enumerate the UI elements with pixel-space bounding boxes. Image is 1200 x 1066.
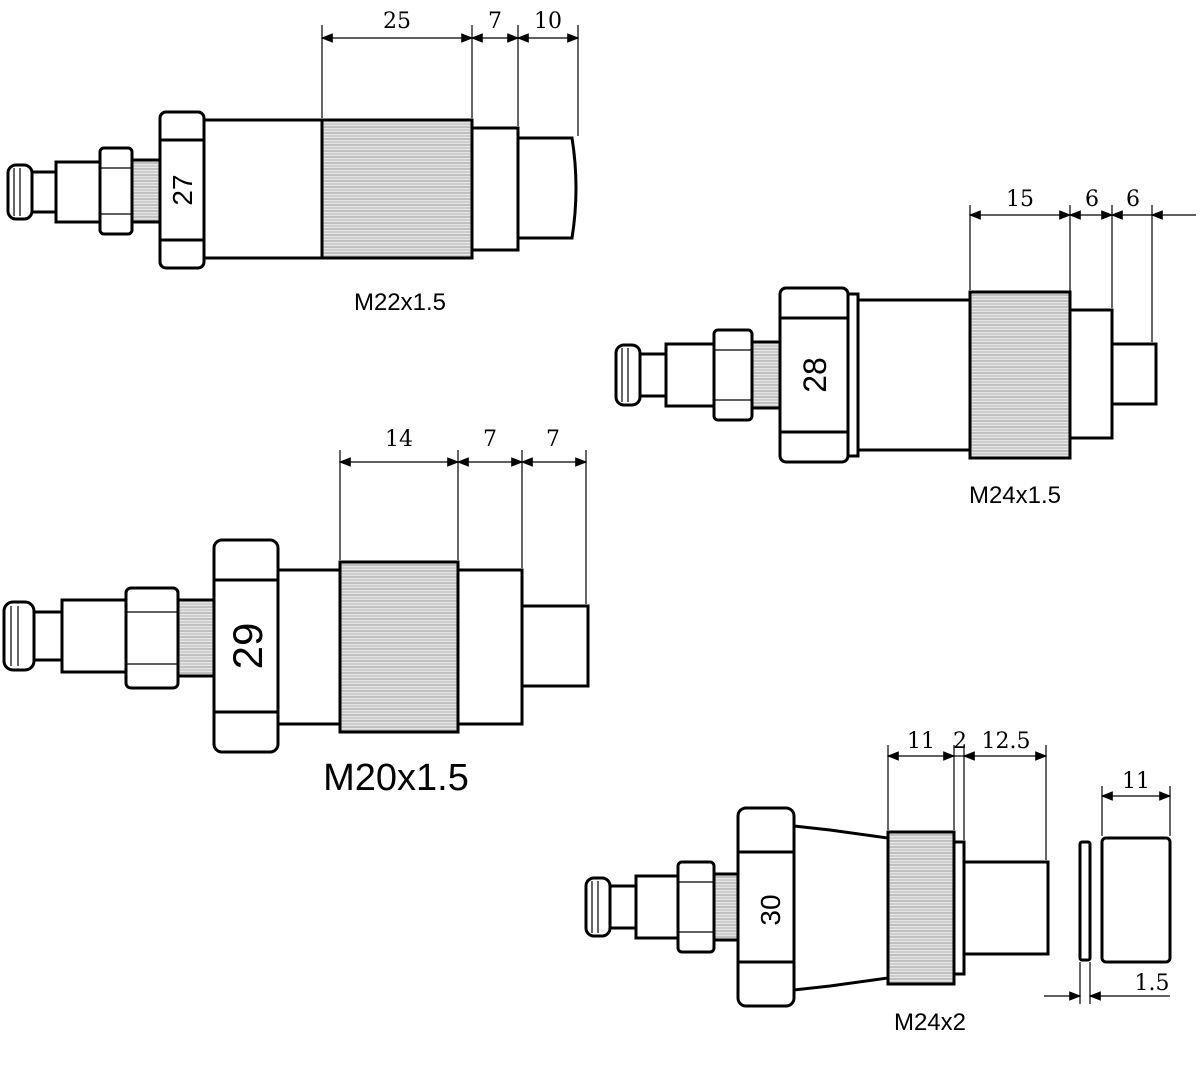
dim-label: 10 [534,9,562,34]
hex-size-label: 28 [797,357,833,393]
pilot-tip [520,604,590,688]
main-hex-nut: 27 [158,110,206,270]
dimension-lines: 25 7 10 [320,9,580,136]
dim-label: 2 [953,729,967,754]
hex-size-label: 27 [167,174,198,205]
thread-size-label: M22x1.5 [354,289,446,316]
dim-label: 7 [488,9,502,34]
hex-size-label: 30 [755,894,786,925]
thread-section [338,560,460,734]
pilot-tip [962,860,1050,956]
dim-label: 7 [483,427,497,452]
main-hex-nut: 29 [212,538,280,754]
thread-section [320,118,474,260]
small-thread [750,340,782,410]
fitting-m20: 29 14 7 7 M20x1.5 [2,427,590,799]
small-hex-nut [676,860,716,954]
spacer-sleeve [1100,836,1172,964]
dimension-lines: 15 6 6 [968,187,1196,342]
fitting-m22: 27 25 7 10 M22x1.5 [6,9,580,316]
dim-label: 1.5 [1135,971,1170,996]
small-hex-nut [98,146,134,236]
fitting-m24-1-5: 28 15 6 6 M24x1.5 [614,187,1196,509]
tapered-body [792,824,890,992]
dim-label: 25 [383,9,411,34]
plain-body [202,118,324,260]
dim-label: 15 [1006,187,1034,212]
fitting-m24-2: 30 11 2 12.5 M24x2 11 [584,729,1172,1036]
thread-size-label: M20x1.5 [323,757,469,799]
thread-section [968,290,1072,460]
dimension-lines: 11 2 12.5 [886,729,1048,860]
dim-label: 7 [546,427,560,452]
small-hex-nut [712,328,754,422]
main-hex-nut: 28 [778,286,850,464]
shoulder [470,126,520,252]
dim-label: 6 [1085,187,1099,212]
dim-label: 6 [1126,187,1140,212]
main-hex-nut: 30 [736,806,796,1008]
shoulder [456,568,524,726]
thread-size-label: M24x2 [894,1009,966,1036]
washer [1078,840,1092,962]
thread-size-label: M24x1.5 [969,482,1061,509]
small-thread [176,598,218,678]
dim-label: 11 [907,729,935,754]
dimension-lines: 14 7 7 [338,427,588,604]
pilot-tip [516,136,578,240]
dim-label: 12.5 [982,729,1031,754]
washer-dimension-lines: 11 1.5 [1044,769,1172,1004]
small-hex-nut [124,586,180,690]
small-thread [712,872,742,942]
small-thread [130,158,164,224]
plain-body [856,298,972,452]
coupler-nipple [6,160,102,224]
shoulder [1068,308,1114,440]
thread-section [886,830,956,986]
pilot-tip [1110,342,1158,406]
hex-size-label: 29 [224,623,271,670]
dim-label: 11 [1122,769,1150,794]
plain-body [276,568,342,726]
coupler-nipple [614,342,716,408]
dim-label: 14 [385,427,413,452]
coupler-nipple [584,874,680,940]
coupler-nipple [2,598,128,674]
